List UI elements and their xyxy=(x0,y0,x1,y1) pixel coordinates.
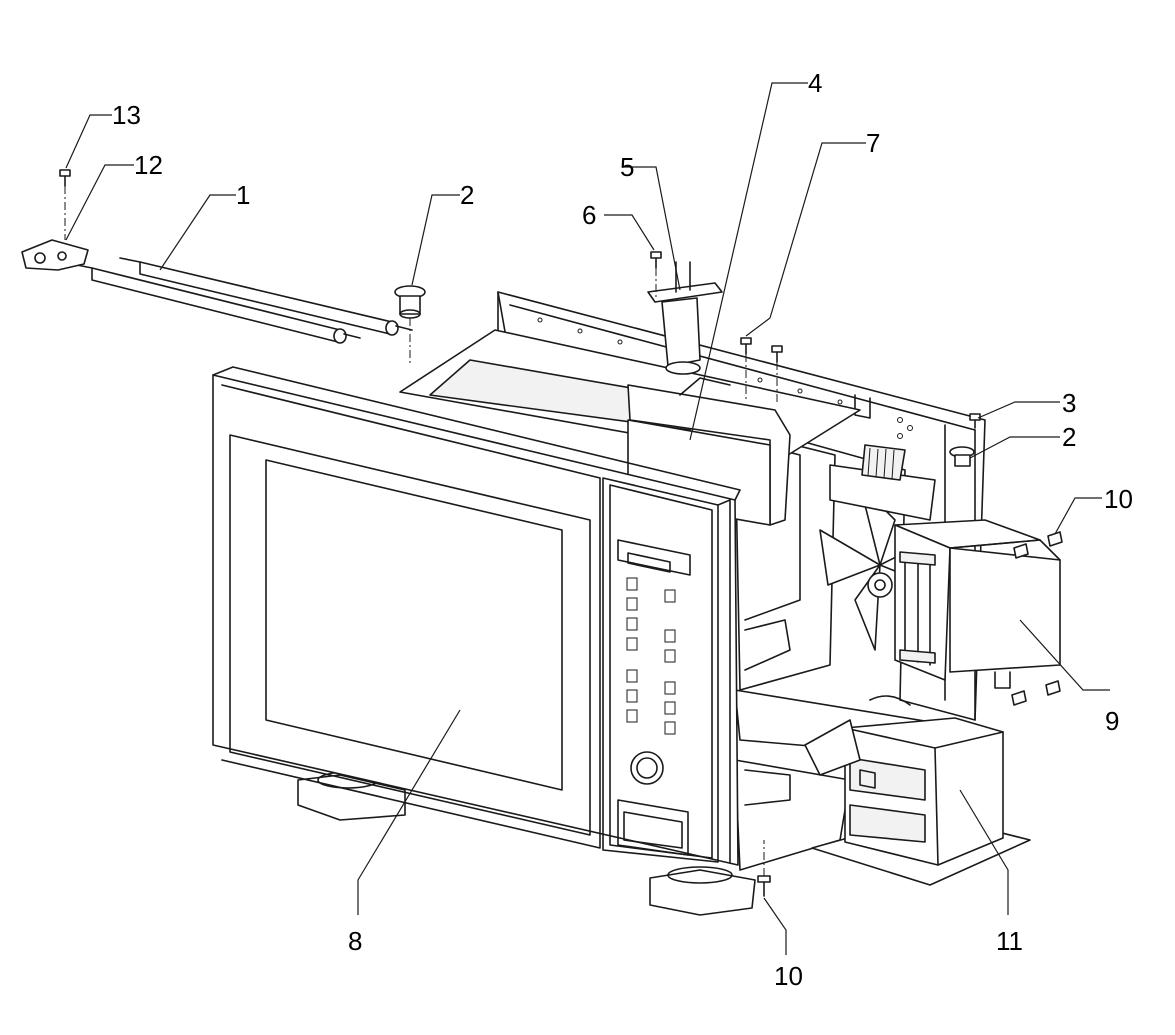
callout-7: 7 xyxy=(866,128,880,158)
callout-10-right: 10 xyxy=(1104,484,1133,514)
callout-labels: 13 12 1 2 6 5 4 7 3 2 10 9 8 11 10 xyxy=(112,68,1133,991)
callout-12: 12 xyxy=(134,150,163,180)
callout-9: 9 xyxy=(1105,706,1119,736)
screw-part-6 xyxy=(650,251,662,300)
bracket-part-12 xyxy=(21,239,89,271)
callout-2-left: 2 xyxy=(460,180,474,210)
callout-5: 5 xyxy=(620,152,634,182)
callout-1: 1 xyxy=(236,180,250,210)
callout-6: 6 xyxy=(582,200,596,230)
door-part-8 xyxy=(212,366,741,866)
callout-8: 8 xyxy=(348,926,362,956)
foot-center xyxy=(649,866,756,916)
callout-2-right: 2 xyxy=(1062,422,1076,452)
thermostat-part-2-right xyxy=(949,446,975,467)
callout-3: 3 xyxy=(1062,388,1076,418)
thermostat-part-2-left xyxy=(394,285,426,365)
callout-4: 4 xyxy=(808,68,822,98)
heater-tubes-part-1 xyxy=(71,257,413,344)
screw-part-3 xyxy=(969,413,981,429)
control-buttons xyxy=(626,577,676,735)
callout-11: 11 xyxy=(996,926,1023,956)
transformer-part-11 xyxy=(804,695,1031,886)
part-5-holder xyxy=(647,261,723,375)
cooling-fan xyxy=(819,444,936,651)
callout-13: 13 xyxy=(112,100,141,130)
callout-10-bottom: 10 xyxy=(774,961,803,991)
screw-part-13 xyxy=(59,169,71,240)
control-panel xyxy=(617,539,691,856)
screws-part-7 xyxy=(740,337,783,405)
leader-lines xyxy=(65,82,1110,955)
screws-part-10 xyxy=(757,531,1063,897)
magnetron-part-9 xyxy=(894,519,1061,689)
control-knob xyxy=(630,751,664,785)
